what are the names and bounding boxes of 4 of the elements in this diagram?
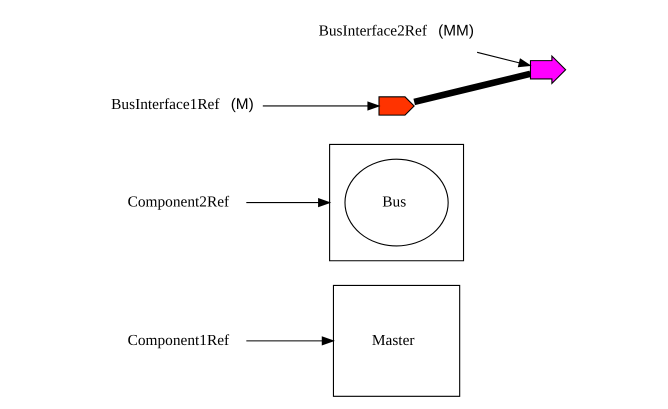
node-text: BusInterface2Ref (MM) — [318, 22, 474, 40]
node-text: Component1Ref — [128, 332, 230, 349]
node-text: Component2Ref — [128, 194, 230, 211]
node-text: BusInterface1Ref (M) — [111, 96, 254, 113]
